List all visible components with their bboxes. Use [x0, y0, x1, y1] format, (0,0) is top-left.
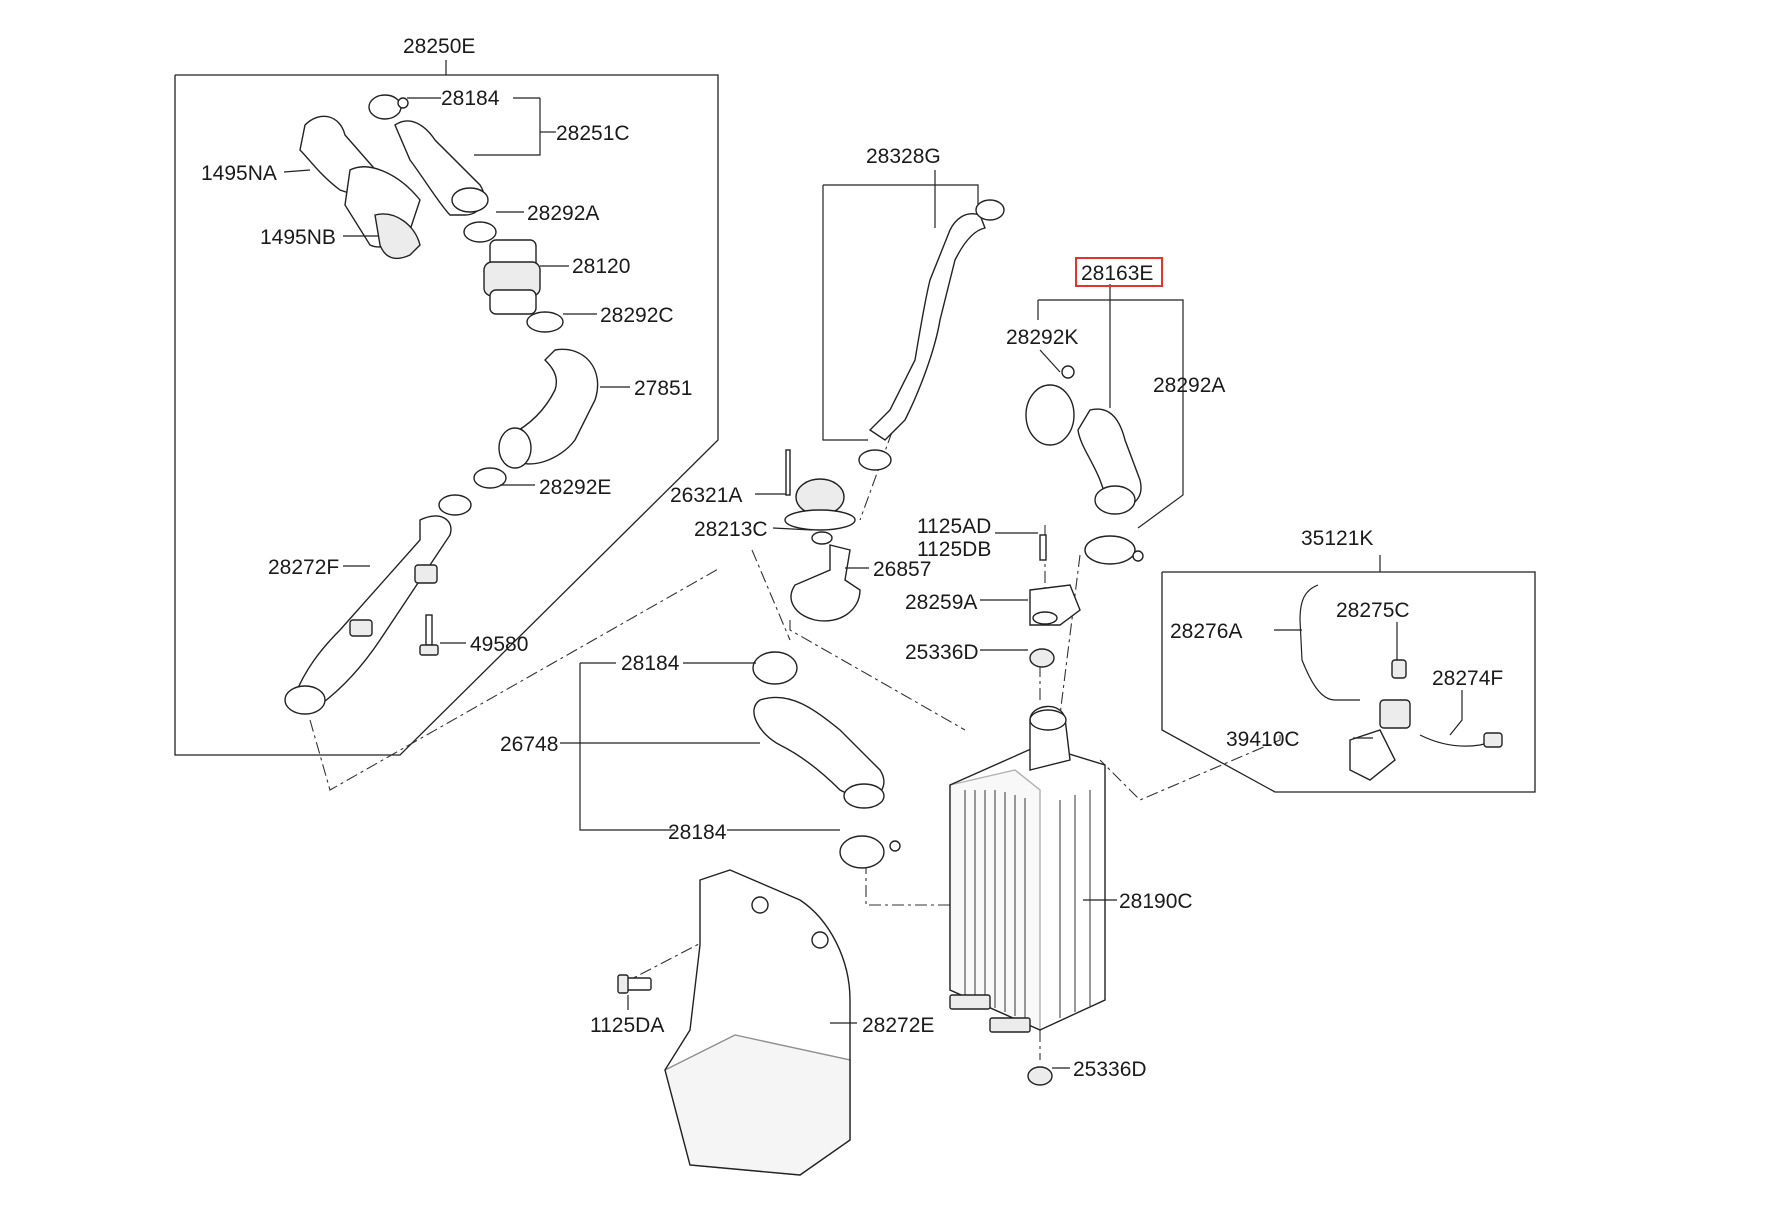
- hose-28276A: [1299, 584, 1360, 701]
- label-27851[interactable]: 27851: [634, 377, 692, 400]
- hose-27851: [498, 348, 599, 469]
- label-25336D-bottom[interactable]: 25336D: [1073, 1058, 1147, 1081]
- label-28292K[interactable]: 28292K: [1006, 326, 1078, 349]
- clamp-28292A-left: [463, 221, 497, 243]
- label-28292A-left[interactable]: 28292A: [527, 202, 599, 225]
- label-1125DB[interactable]: 1125DB: [917, 538, 991, 561]
- label-28251C[interactable]: 28251C: [556, 122, 630, 145]
- pipe-28272F: [284, 515, 452, 715]
- part-labels: 28250E 28184 28251C 1495NA 28292A 1495NB…: [201, 35, 1503, 1081]
- label-28184-top[interactable]: 28184: [441, 87, 500, 110]
- air-duct-1495NB: [374, 213, 421, 260]
- selected-part-highlight: [1075, 257, 1163, 287]
- hose-28163E: [1077, 408, 1142, 515]
- clamp-28184-mid: [752, 651, 798, 685]
- connector-28275C: [1391, 659, 1407, 679]
- label-35121K[interactable]: 35121K: [1301, 527, 1373, 550]
- label-28184-low[interactable]: 28184: [668, 821, 727, 844]
- group-box-35121K: [1161, 555, 1536, 793]
- clamp-28292A-right: [1084, 535, 1144, 565]
- label-25336D-top[interactable]: 25336D: [905, 641, 979, 664]
- label-28184-mid[interactable]: 28184: [621, 652, 680, 675]
- hose-28274F: [1419, 732, 1503, 748]
- label-28292A-right[interactable]: 28292A: [1153, 374, 1225, 397]
- hose-28328G: [858, 199, 1005, 471]
- label-28328G[interactable]: 28328G: [866, 145, 941, 168]
- label-28163E[interactable]: 28163E: [1081, 262, 1153, 285]
- label-49580[interactable]: 49580: [470, 633, 528, 656]
- valve-26321A: [784, 478, 856, 531]
- label-28213C[interactable]: 28213C: [694, 518, 768, 541]
- label-28190C[interactable]: 28190C: [1119, 890, 1193, 913]
- bracket-28259A: [1029, 584, 1081, 626]
- label-28272E[interactable]: 28272E: [862, 1014, 934, 1037]
- clamp-28184-top: [368, 94, 409, 120]
- intercooler-28190C: [949, 705, 1106, 1033]
- air-guide-28272E: [664, 869, 851, 1176]
- label-26857[interactable]: 26857: [873, 558, 931, 581]
- label-39410C[interactable]: 39410C: [1226, 728, 1300, 751]
- label-1495NA[interactable]: 1495NA: [201, 162, 277, 185]
- dashed-connection-lines: [309, 409, 1281, 1060]
- clamp-28184-low: [839, 835, 901, 869]
- clamp-28292E: [438, 467, 507, 516]
- bolt-1125DA: [617, 974, 652, 994]
- bolt-26321A: [785, 449, 791, 496]
- bolt-1125AD: [1039, 534, 1047, 561]
- grommet-25336D-bottom: [1027, 1066, 1053, 1086]
- label-28275C[interactable]: 28275C: [1336, 599, 1410, 622]
- label-26748[interactable]: 26748: [500, 733, 558, 756]
- label-1125DA[interactable]: 1125DA: [590, 1014, 664, 1037]
- label-28292E[interactable]: 28292E: [539, 476, 611, 499]
- label-26321A[interactable]: 26321A: [670, 484, 742, 507]
- hose-26748: [753, 696, 885, 809]
- label-28276A[interactable]: 28276A: [1170, 620, 1242, 643]
- resonator-28120: [483, 239, 541, 315]
- housing-26857: [790, 544, 861, 622]
- hose-28251C: [394, 120, 489, 216]
- bolt-49580: [419, 614, 439, 656]
- label-28259A[interactable]: 28259A: [905, 591, 977, 614]
- label-28272F[interactable]: 28272F: [268, 556, 339, 579]
- leader-lines: [283, 97, 1463, 1069]
- label-28274F[interactable]: 28274F: [1432, 667, 1503, 690]
- grommet-25336D-top: [1029, 648, 1055, 668]
- sensor-39410C: [1349, 699, 1411, 781]
- label-28250E[interactable]: 28250E: [403, 35, 475, 58]
- clamp-28292C: [526, 311, 564, 333]
- group-box-28250E: [174, 60, 719, 756]
- seal-28213C: [811, 531, 833, 545]
- label-28120[interactable]: 28120: [572, 255, 630, 278]
- label-28292C[interactable]: 28292C: [600, 304, 674, 327]
- clamp-28292K: [1025, 365, 1075, 446]
- label-1125AD[interactable]: 1125AD: [917, 515, 991, 538]
- label-1495NB[interactable]: 1495NB: [260, 226, 336, 249]
